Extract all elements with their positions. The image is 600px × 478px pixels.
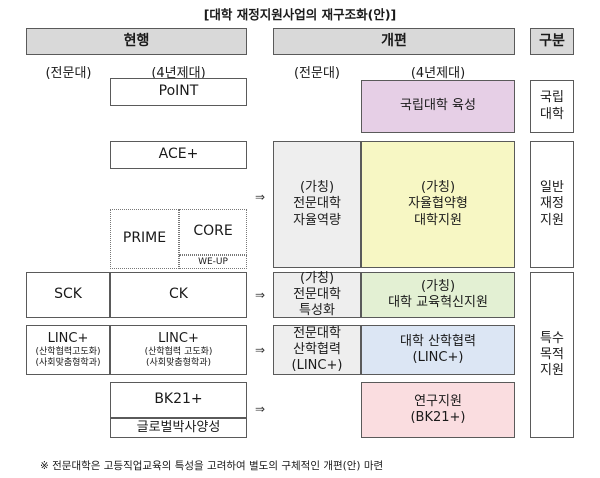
current-bk21-box: BK21+ (110, 382, 247, 418)
header-reform: 개편 (273, 28, 515, 55)
arrow-special-college: ⇒ (255, 288, 266, 302)
reform-college-autonomy-l1: (가칭) (299, 180, 335, 196)
category-special-l2: 목적 (540, 346, 564, 362)
current-linc-college-line2: (사회맞춤형학과) (35, 358, 101, 369)
reform-research-l1: 연구지원 (414, 393, 462, 409)
current-ck-box: CK (110, 272, 247, 318)
current-core-box: CORE (179, 209, 247, 255)
reform-univ-linc-l1: 대학 산학협력 (400, 333, 476, 349)
subheader-current-univ: (4년제대) (151, 66, 206, 81)
reform-univ-linc-box: 대학 산학협력 (LINC+) (361, 325, 515, 375)
arrow-special-linc: ⇒ (255, 343, 266, 357)
arrow-general: ⇒ (255, 190, 266, 204)
current-ace-box: ACE+ (110, 141, 247, 169)
category-general-l2: 재정 (540, 196, 564, 212)
arrow-research: ⇒ (255, 402, 266, 416)
current-linc-univ-line1: (산학협력 고도화) (144, 347, 213, 358)
reform-national-univ-box: 국립대학 육성 (361, 80, 515, 133)
reform-college-linc-box: 전문대학 산학협력 (LINC+) (273, 325, 361, 375)
reform-college-special-l3: 특성화 (299, 303, 335, 319)
reform-college-special-l2: 전문대학 (293, 286, 341, 302)
current-linc-univ-name: LINC+ (158, 331, 199, 347)
reform-college-autonomy-l3: 자율역량 (293, 212, 341, 228)
footnote: ※ 전문대학은 고등직업교육의 특성을 고려하여 별도의 구체적인 개편(안) … (40, 460, 384, 472)
reform-univ-autonomy-l1: (가칭) (420, 180, 456, 196)
category-national-l1: 국립 (540, 90, 564, 106)
current-global-phd-box: 글로벌박사양성 (110, 418, 247, 438)
category-special-l1: 특수 (540, 330, 564, 346)
current-sck-box: SCK (26, 272, 110, 318)
category-special-box: 특수 목적 지원 (530, 272, 574, 438)
reform-univ-innovation-l1: (가칭) (420, 278, 456, 294)
reform-univ-innovation-box: (가칭) 대학 교육혁신지원 (361, 272, 515, 318)
current-prime-box: PRIME (110, 209, 179, 269)
reform-college-autonomy-box: (가칭) 전문대학 자율역량 (273, 141, 361, 268)
subheader-current-college: (전문대) (45, 66, 92, 81)
reform-research-l2: (BK21+) (410, 410, 466, 425)
header-category: 구분 (530, 28, 574, 55)
reform-college-linc-l1: 전문대학 (293, 325, 341, 341)
category-national-l2: 대학 (540, 106, 564, 122)
reform-college-autonomy-l2: 전문대학 (293, 196, 341, 212)
current-linc-univ-box: LINC+ (산학협력 고도화) (사회맞춤형학과) (110, 325, 247, 375)
diagram-title: [대학 재정지원사업의 재구조화(안)] (203, 7, 397, 22)
reform-college-special-box: (가칭) 전문대학 특성화 (273, 270, 361, 319)
reform-college-linc-l2: 산학협력 (293, 341, 341, 357)
header-current: 현행 (26, 28, 247, 55)
category-national-box: 국립 대학 (530, 80, 574, 133)
reform-univ-linc-l2: (LINC+) (412, 350, 464, 365)
subheader-reform-univ: (4년제대) (410, 66, 466, 81)
reform-univ-autonomy-l2: 자율협약형 (408, 196, 468, 212)
reform-univ-autonomy-l3: 대학지원 (414, 212, 462, 228)
reform-college-linc-l3: (LINC+) (291, 358, 343, 374)
current-linc-college-name: LINC+ (47, 331, 89, 347)
category-special-l3: 지원 (540, 363, 564, 379)
reform-univ-innovation-l2: 대학 교육혁신지원 (388, 295, 488, 310)
current-linc-college-line1: (산학협력고도화) (35, 347, 101, 358)
category-general-l1: 일반 (540, 180, 564, 196)
category-general-box: 일반 재정 지원 (530, 141, 574, 268)
current-weup-box: WE-UP (179, 255, 247, 269)
category-general-l3: 지원 (540, 212, 564, 228)
current-linc-univ-line2: (사회맞춤형학과) (146, 358, 211, 369)
reform-college-special-l1: (가칭) (299, 270, 335, 286)
reform-research-box: 연구지원 (BK21+) (361, 382, 515, 438)
current-point-box: PoINT (110, 78, 247, 106)
reform-univ-autonomy-box: (가칭) 자율협약형 대학지원 (361, 141, 515, 268)
current-linc-college-box: LINC+ (산학협력고도화) (사회맞춤형학과) (26, 325, 110, 375)
subheader-reform-college: (전문대) (293, 66, 341, 81)
